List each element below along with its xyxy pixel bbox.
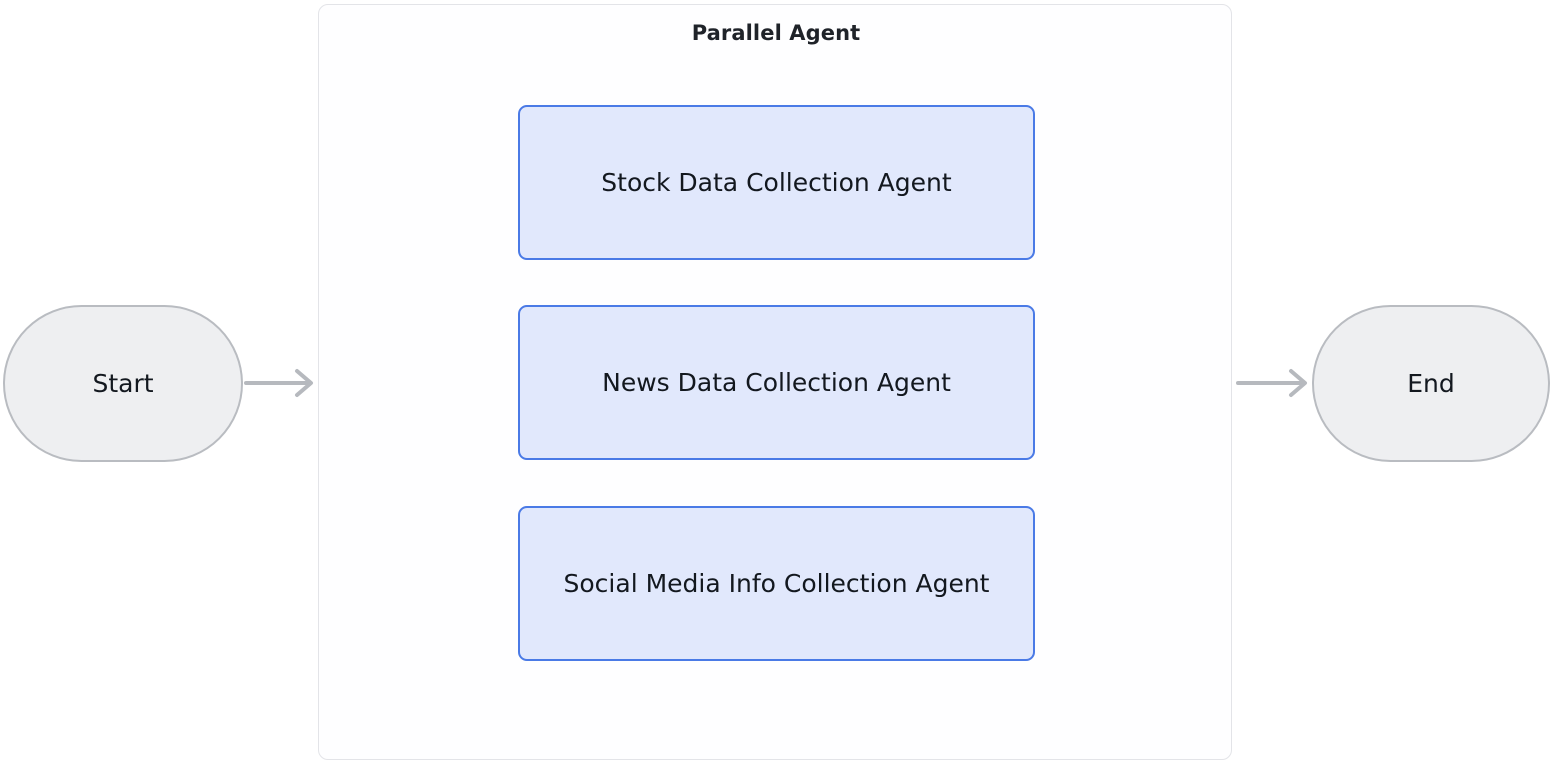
agent-node-stock[interactable]: Stock Data Collection Agent [518,105,1035,260]
end-node[interactable]: End [1312,305,1550,462]
end-node-label: End [1407,369,1455,398]
arrowhead-start-to-container [295,369,313,397]
parallel-agent-title: Parallel Agent [691,21,861,45]
start-node[interactable]: Start [3,305,243,462]
agent-node-label: Stock Data Collection Agent [601,168,952,197]
agent-node-label: News Data Collection Agent [602,368,951,397]
start-node-label: Start [92,369,154,398]
agent-node-news[interactable]: News Data Collection Agent [518,305,1035,460]
agent-node-label: Social Media Info Collection Agent [563,569,990,598]
arrowhead-container-to-end [1289,369,1307,397]
agent-node-social[interactable]: Social Media Info Collection Agent [518,506,1035,661]
